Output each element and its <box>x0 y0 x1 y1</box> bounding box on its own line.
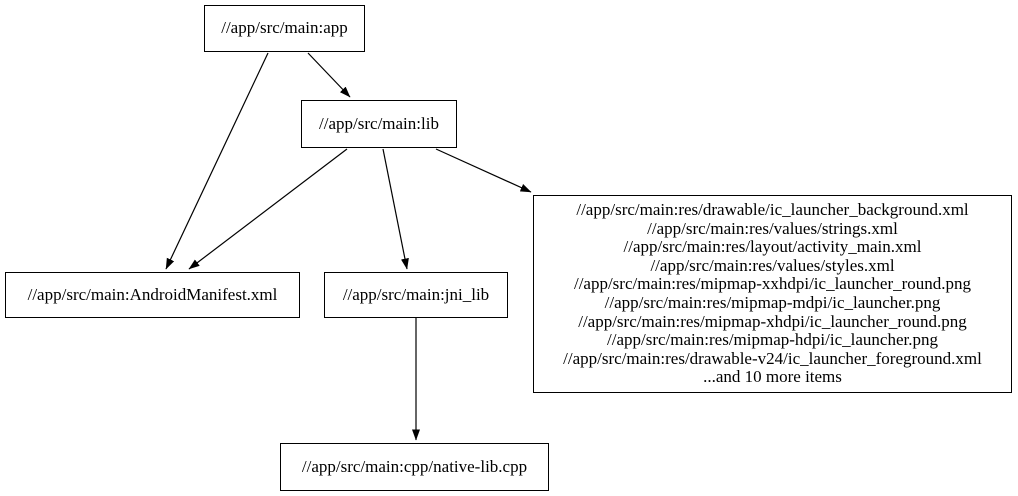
resource-item: //app/src/main:res/mipmap-mdpi/ic_launch… <box>604 293 941 312</box>
resource-item: //app/src/main:res/mipmap-hdpi/ic_launch… <box>607 330 938 350</box>
edge-lib-to-android-manifest <box>188 148 348 270</box>
resource-item: //app/src/main:res/drawable-v24/ic_launc… <box>563 348 982 368</box>
edge-app-to-android-manifest <box>165 52 269 270</box>
node-app-label: //app/src/main:app <box>221 18 348 38</box>
resource-item: //app/src/main:res/layout/activity_main.… <box>623 237 922 257</box>
edge-lib-to-resources <box>435 148 532 193</box>
edge-app-to-lib <box>307 52 351 98</box>
node-lib-label: //app/src/main:lib <box>319 113 439 133</box>
node-jni-lib: //app/src/main:jni_lib <box>324 272 508 318</box>
resource-more-items: ...and 10 more items <box>703 367 842 387</box>
node-lib: //app/src/main:lib <box>301 100 457 148</box>
node-android-manifest: //app/src/main:AndroidManifest.xml <box>5 272 300 318</box>
resource-item: //app/src/main:res/mipmap-xxhdpi/ic_laun… <box>573 274 972 294</box>
resource-item: //app/src/main:res/drawable/ic_launcher_… <box>576 200 969 220</box>
edge-lib-to-jni-lib <box>382 148 409 270</box>
node-app: //app/src/main:app <box>204 5 365 52</box>
node-android-manifest-label: //app/src/main:AndroidManifest.xml <box>27 284 278 304</box>
node-resources-group: //app/src/main:res/drawable/ic_launcher_… <box>533 195 1012 393</box>
node-jni-lib-label: //app/src/main:jni_lib <box>342 284 490 304</box>
resource-item: //app/src/main:res/values/strings.xml <box>647 218 898 238</box>
resource-item: //app/src/main:res/values/styles.xml <box>650 255 895 275</box>
node-native-lib-cpp-label: //app/src/main:cpp/native-lib.cpp <box>301 456 528 476</box>
node-native-lib-cpp: //app/src/main:cpp/native-lib.cpp <box>280 443 549 491</box>
resource-item: //app/src/main:res/mipmap-xhdpi/ic_launc… <box>578 311 967 331</box>
